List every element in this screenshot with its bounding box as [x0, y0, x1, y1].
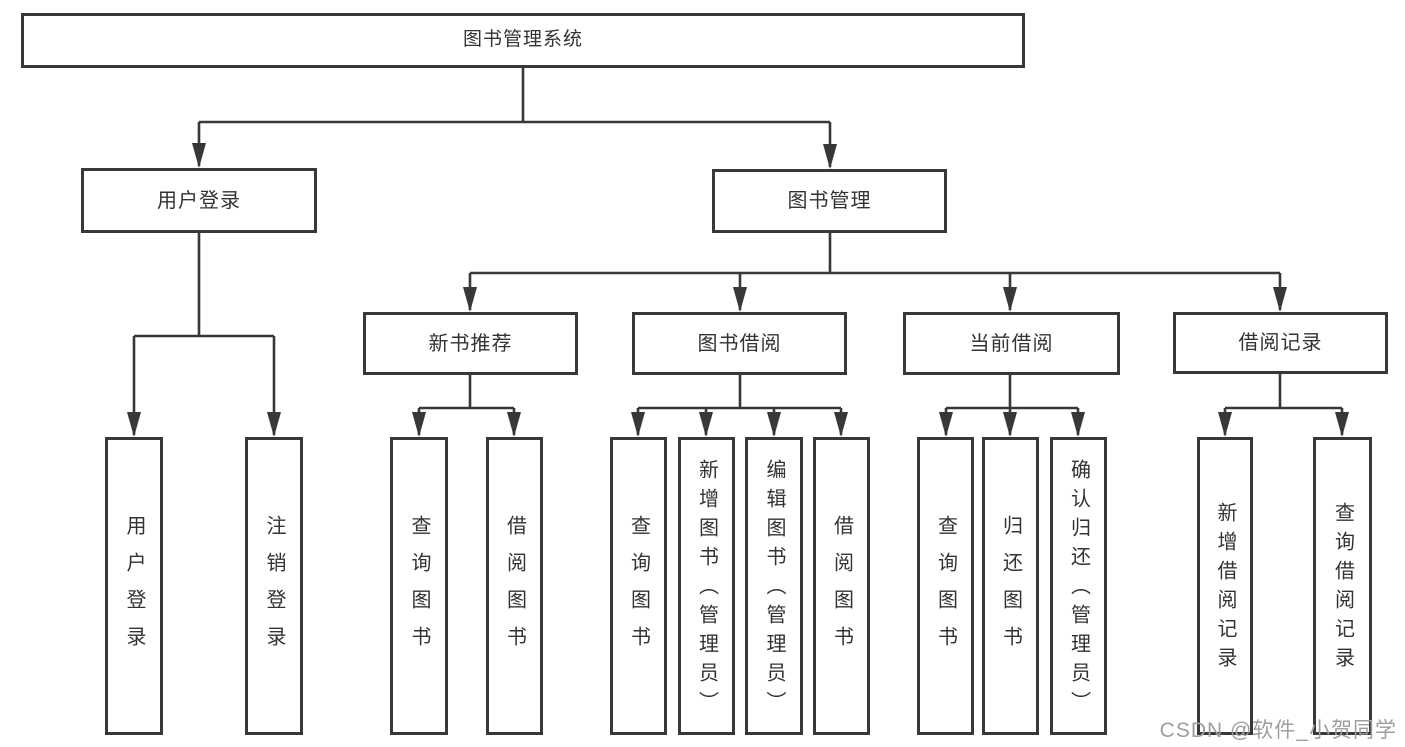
node-root: 图书管理系统	[21, 13, 1025, 68]
leaf-user-login: 用户登录	[105, 437, 163, 735]
leaf-record-add: 新增借阅记录	[1197, 437, 1253, 735]
leaf-borrow-add-admin: 新增图书（管理员）	[678, 437, 735, 735]
arrowheads	[127, 143, 1349, 437]
leaf-borrow-edit-admin: 编辑图书（管理员）	[745, 437, 803, 735]
leaf-current-return: 归还图书	[982, 437, 1039, 735]
node-new-book: 新书推荐	[363, 312, 578, 375]
leaf-logout: 注销登录	[245, 437, 303, 735]
node-borrow-record: 借阅记录	[1173, 312, 1388, 374]
leaf-newbook-borrow: 借阅图书	[486, 437, 543, 735]
leaf-current-query: 查询图书	[917, 437, 974, 735]
leaf-borrow-query: 查询图书	[610, 437, 667, 735]
node-book-manage: 图书管理	[712, 169, 947, 233]
leaf-current-confirm-admin: 确认归还（管理员）	[1050, 437, 1107, 735]
connector-paths	[132, 68, 1344, 435]
leaf-newbook-query: 查询图书	[390, 437, 448, 735]
node-user-login: 用户登录	[81, 168, 317, 233]
node-current-borrow: 当前借阅	[903, 312, 1120, 375]
leaf-borrow-borrow: 借阅图书	[813, 437, 870, 735]
leaf-record-query: 查询借阅记录	[1313, 437, 1372, 735]
node-book-borrow: 图书借阅	[632, 312, 847, 375]
